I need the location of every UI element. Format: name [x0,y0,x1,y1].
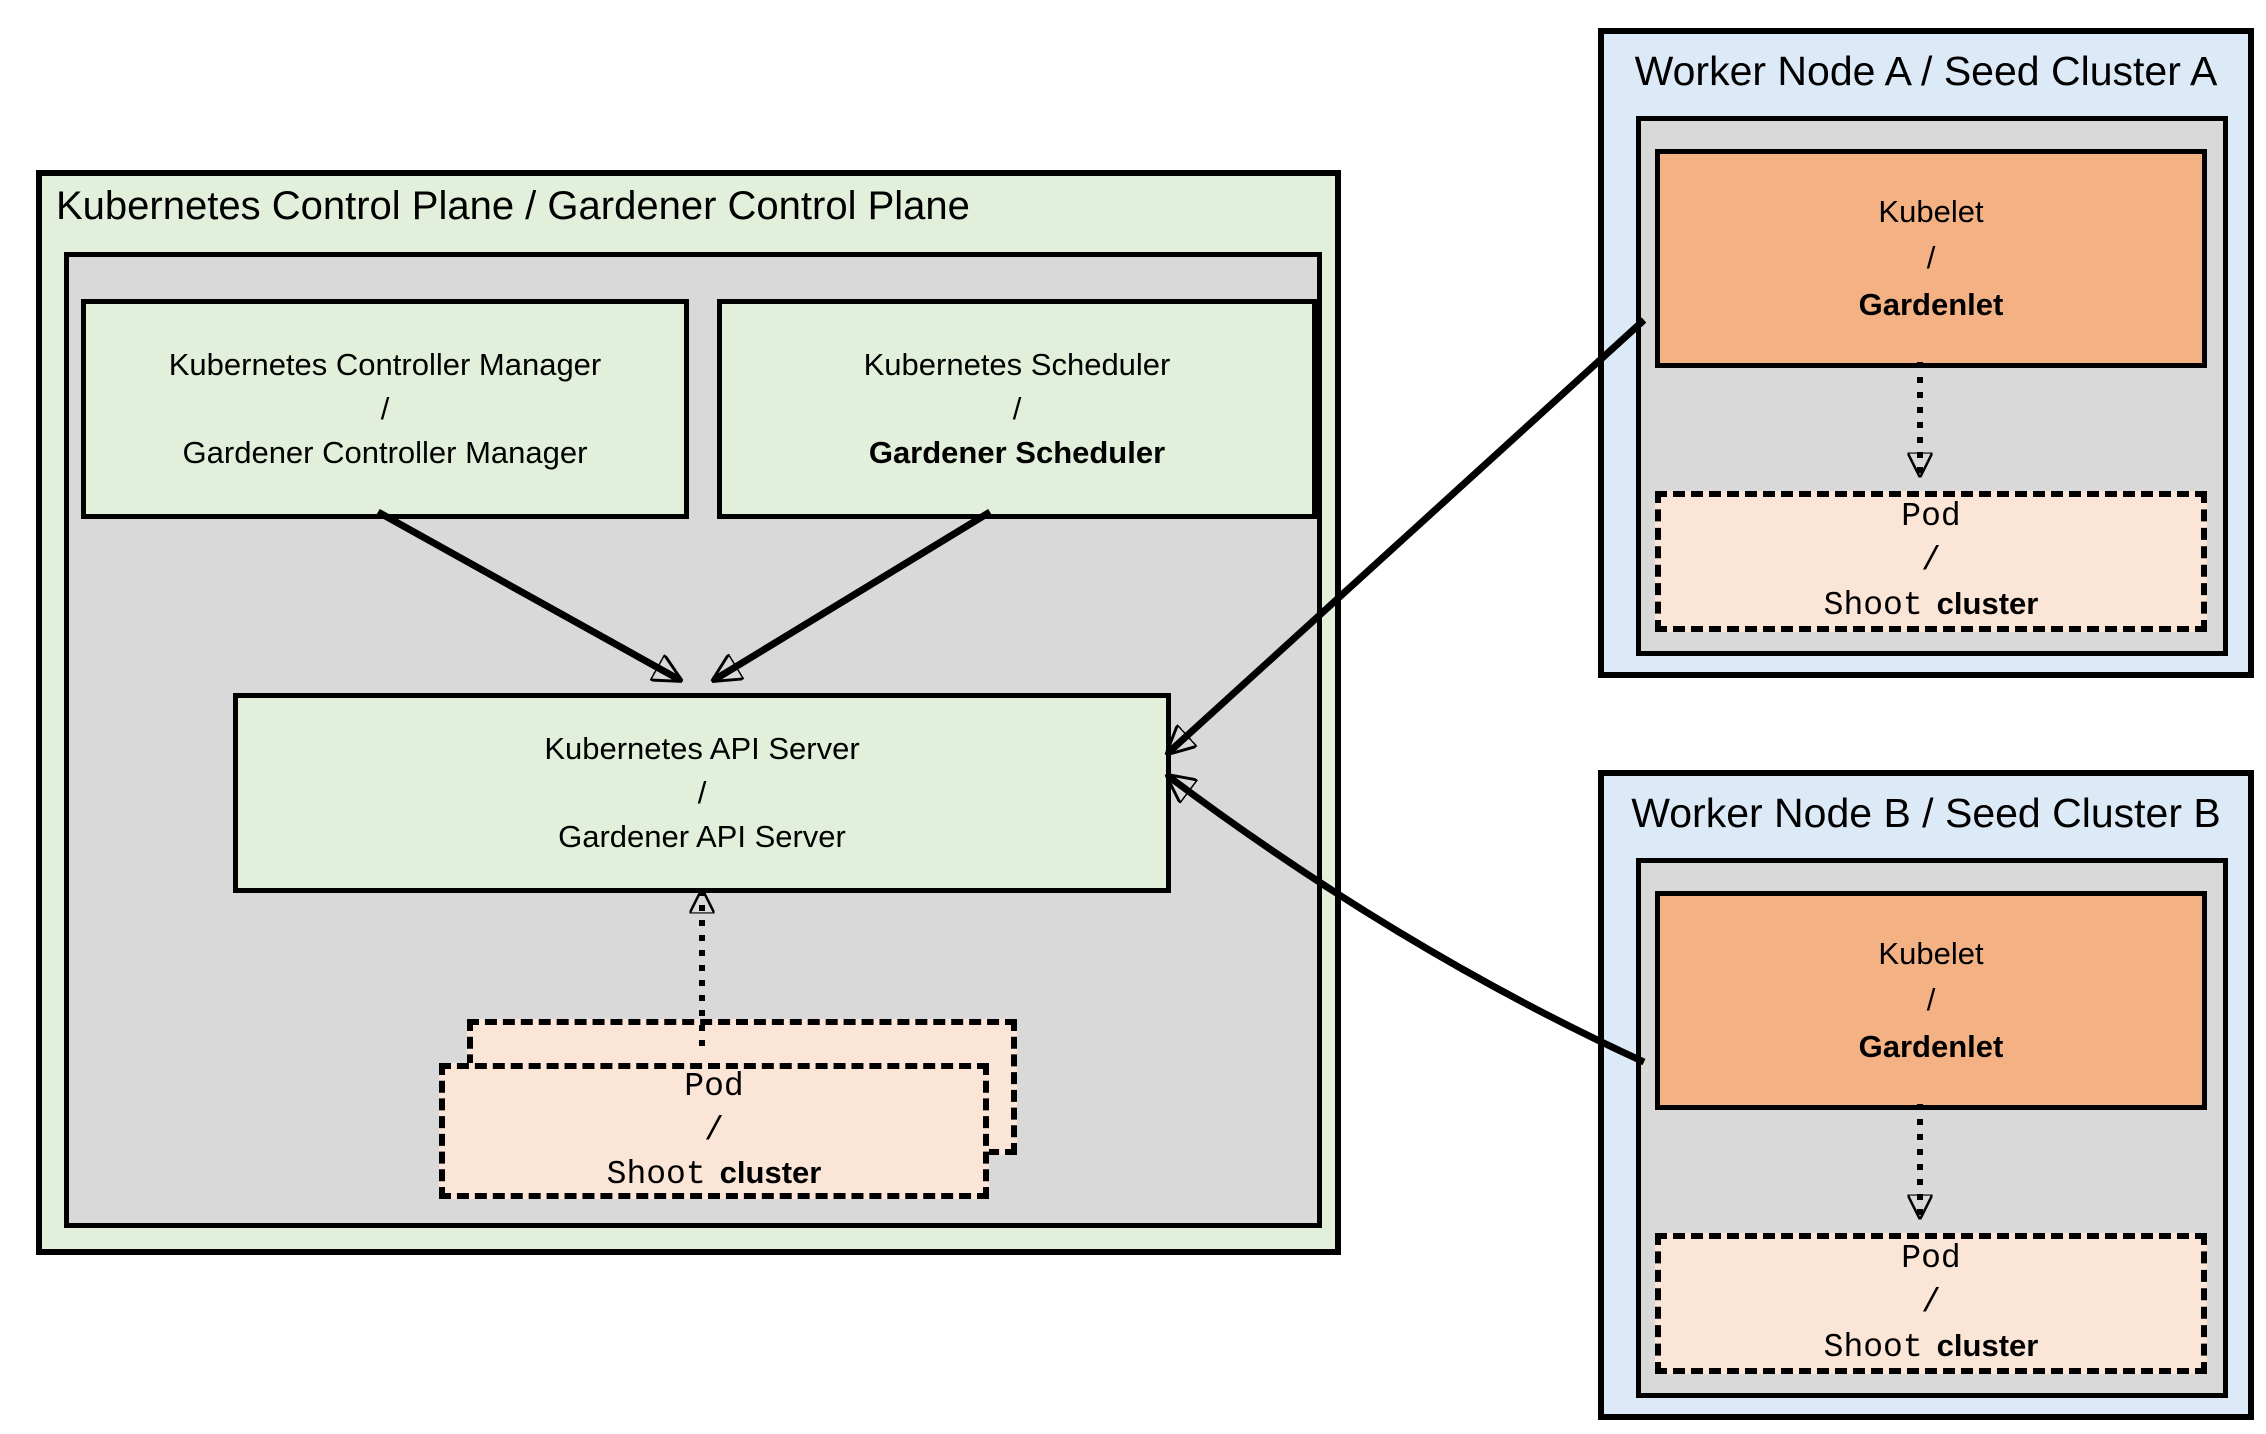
worker-a-pod-line2: Shoot cluster [1824,583,2039,628]
controller-manager-separator: / [380,390,390,426]
worker-a-kubelet-line2: Gardenlet [1858,286,2004,322]
pod-line2-code: Shoot [606,1156,706,1194]
control-plane-box: Kubernetes Control Plane / Gardener Cont… [36,170,1341,1255]
worker-a-pod-line2-code: Shoot [1823,586,1923,624]
worker-a-pod-line1: Pod [1901,498,1961,536]
api-server-separator: / [697,774,707,810]
worker-b-pod-box: Pod / Shoot cluster [1655,1233,2207,1374]
pod-line1: Pod [684,1067,744,1105]
scheduler-line1: Kubernetes Scheduler [863,346,1171,382]
worker-b-pod-separator: / [1921,1284,1941,1322]
api-server-line2: Gardener API Server [558,819,846,854]
pod-line2: Shoot cluster [607,1152,822,1197]
worker-node-a-box: Worker Node A / Seed Cluster A Kubelet /… [1598,28,2254,678]
scheduler-line2: Gardener Scheduler [868,435,1166,470]
worker-node-b-title: Worker Node B / Seed Cluster B [1631,790,2221,836]
worker-b-kubelet-separator: / [1926,982,1936,1018]
worker-node-a-title: Worker Node A / Seed Cluster A [1634,48,2218,94]
worker-node-b-box: Worker Node B / Seed Cluster B Kubelet /… [1598,770,2254,1420]
worker-b-pod-line2-suffix: cluster [1936,1327,2039,1363]
worker-b-pod-line2: Shoot cluster [1824,1325,2039,1370]
worker-node-a-inner-area: Kubelet / Gardenlet Pod / Shoot cluster [1636,116,2228,656]
worker-b-kubelet-line2: Gardenlet [1858,1028,2004,1064]
worker-a-kubelet-box: Kubelet / Gardenlet [1655,149,2207,368]
worker-b-pod-line2-code: Shoot [1823,1328,1923,1366]
controller-manager-box: Kubernetes Controller Manager / Gardener… [81,299,689,519]
control-plane-inner-area: Kubernetes Controller Manager / Gardener… [64,252,1322,1228]
worker-b-pod-line1: Pod [1901,1240,1961,1278]
api-server-box: Kubernetes API Server / Gardener API Ser… [233,693,1171,893]
worker-a-pod-box: Pod / Shoot cluster [1655,491,2207,632]
pod-line2-suffix: cluster [719,1155,822,1191]
worker-a-kubelet-separator: / [1926,240,1936,276]
scheduler-box: Kubernetes Scheduler / Gardener Schedule… [717,299,1317,519]
controller-manager-line2: Gardener Controller Manager [182,435,588,470]
worker-a-kubelet-line1: Kubelet [1878,193,1984,229]
worker-a-pod-separator: / [1921,542,1941,580]
worker-node-b-inner-area: Kubelet / Gardenlet Pod / Shoot cluster [1636,858,2228,1398]
api-server-line1: Kubernetes API Server [544,730,860,766]
controller-manager-line1: Kubernetes Controller Manager [168,346,602,382]
worker-a-pod-line2-suffix: cluster [1936,585,2039,621]
control-plane-title: Kubernetes Control Plane / Gardener Cont… [56,184,970,228]
worker-b-kubelet-line1: Kubelet [1878,935,1984,971]
pod-shoot-box-front: Pod / Shoot cluster [439,1063,989,1199]
pod-separator: / [704,1111,724,1149]
worker-b-kubelet-box: Kubelet / Gardenlet [1655,891,2207,1110]
scheduler-separator: / [1012,390,1022,426]
